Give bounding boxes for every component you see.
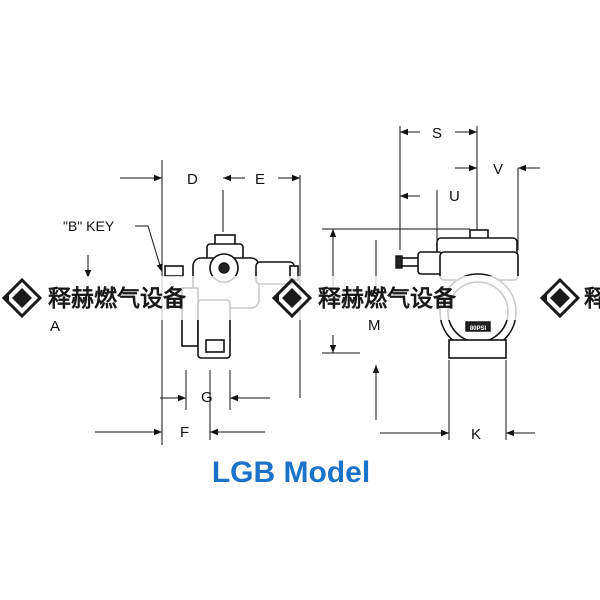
dim-label-k: K	[471, 426, 481, 443]
dim-label-e: E	[255, 171, 265, 188]
watermark-logo-icon	[1, 277, 43, 319]
pump2-rating-plate	[465, 321, 491, 332]
rating-label: 80PSI	[470, 326, 487, 332]
key-label: "B" KEY	[63, 218, 115, 234]
dim-label-v: V	[493, 161, 503, 178]
dim-label-g: G	[201, 389, 213, 406]
key-leader-line	[135, 225, 163, 273]
dim-label-s: S	[432, 125, 442, 142]
dim-label-d: D	[187, 171, 198, 188]
dim-label-m: M	[368, 317, 381, 334]
watermark-band: 释赫燃气设备 释赫燃气设备 释	[0, 276, 600, 320]
watermark-logo-icon	[271, 277, 313, 319]
dim-label-u: U	[449, 188, 460, 205]
pump2-valve-body	[417, 251, 443, 275]
dim-label-f: F	[180, 424, 189, 441]
watermark-text-partial: 释	[584, 286, 600, 312]
nameplate-brand: BLACKSTONE	[454, 264, 503, 271]
pump-shaft	[164, 265, 184, 277]
watermark-text: 释赫燃气设备	[48, 285, 187, 312]
dimension-labels: "B" KEY A D E G F S V U M K	[50, 125, 503, 443]
model-title: LGB Model	[212, 456, 370, 489]
pump2-base-flange	[448, 339, 507, 359]
pump2-screw-head	[395, 255, 403, 269]
watermark-text: 释赫燃气设备	[318, 285, 457, 312]
pump-mount-foot	[205, 339, 225, 353]
watermark-logo-icon	[539, 277, 581, 319]
pump-cover-hub	[218, 262, 230, 274]
dim-label-a: A	[50, 318, 60, 335]
